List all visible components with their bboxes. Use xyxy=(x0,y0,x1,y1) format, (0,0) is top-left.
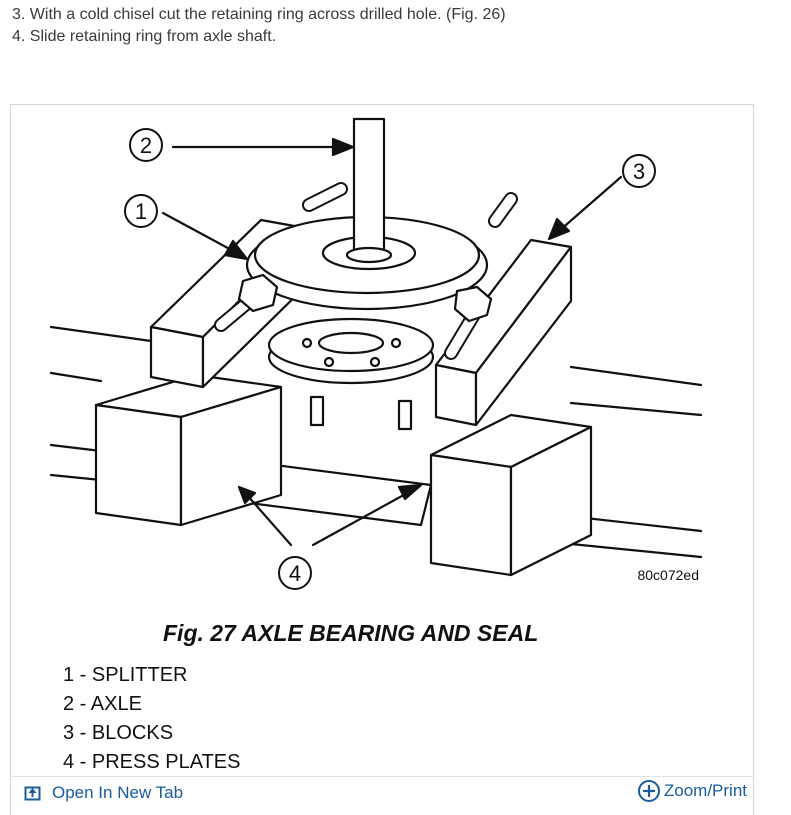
svg-text:1: 1 xyxy=(135,199,147,224)
svg-text:3: 3 xyxy=(633,159,645,184)
figure-legend: 1 - SPLITTER 2 - AXLE 3 - BLOCKS 4 - PRE… xyxy=(63,661,240,777)
procedure-steps: 3. With a cold chisel cut the retaining … xyxy=(12,4,506,48)
zoom-plus-circle-icon xyxy=(637,780,660,802)
figure-actions-bar: Open In New Tab Zoom/Print xyxy=(10,776,753,809)
figure-panel: 2 1 3 4 80c072ed Fig. 27 AXLE BEARING AN… xyxy=(10,104,754,815)
zoom-print-link[interactable]: Zoom/Print xyxy=(637,779,747,803)
svg-text:4: 4 xyxy=(289,561,301,586)
open-in-new-tab-icon xyxy=(24,786,41,801)
legend-item-blocks: 3 - BLOCKS xyxy=(63,722,174,744)
legend-item-axle: 2 - AXLE xyxy=(63,693,142,715)
callout-1: 1 xyxy=(124,194,158,228)
figure-code: 80c072ed xyxy=(637,567,699,583)
open-in-new-tab-link[interactable]: Open In New Tab xyxy=(24,783,183,803)
open-in-new-tab-label: Open In New Tab xyxy=(52,783,184,802)
zoom-print-label: Zoom/Print xyxy=(663,781,747,800)
callout-3: 3 xyxy=(622,154,656,188)
callout-4: 4 xyxy=(278,556,312,590)
legend-item-press-plates: 4 - PRESS PLATES xyxy=(63,751,241,773)
figure-caption: Fig. 27 AXLE BEARING AND SEAL xyxy=(163,620,539,646)
callout-2: 2 xyxy=(129,128,163,162)
svg-text:2: 2 xyxy=(140,133,152,158)
step-4: 4. Slide retaining ring from axle shaft. xyxy=(12,28,277,45)
legend-item-splitter: 1 - SPLITTER xyxy=(63,664,188,686)
step-3: 3. With a cold chisel cut the retaining … xyxy=(12,6,506,23)
axle-bearing-illustration: 2 1 3 4 xyxy=(49,117,703,590)
